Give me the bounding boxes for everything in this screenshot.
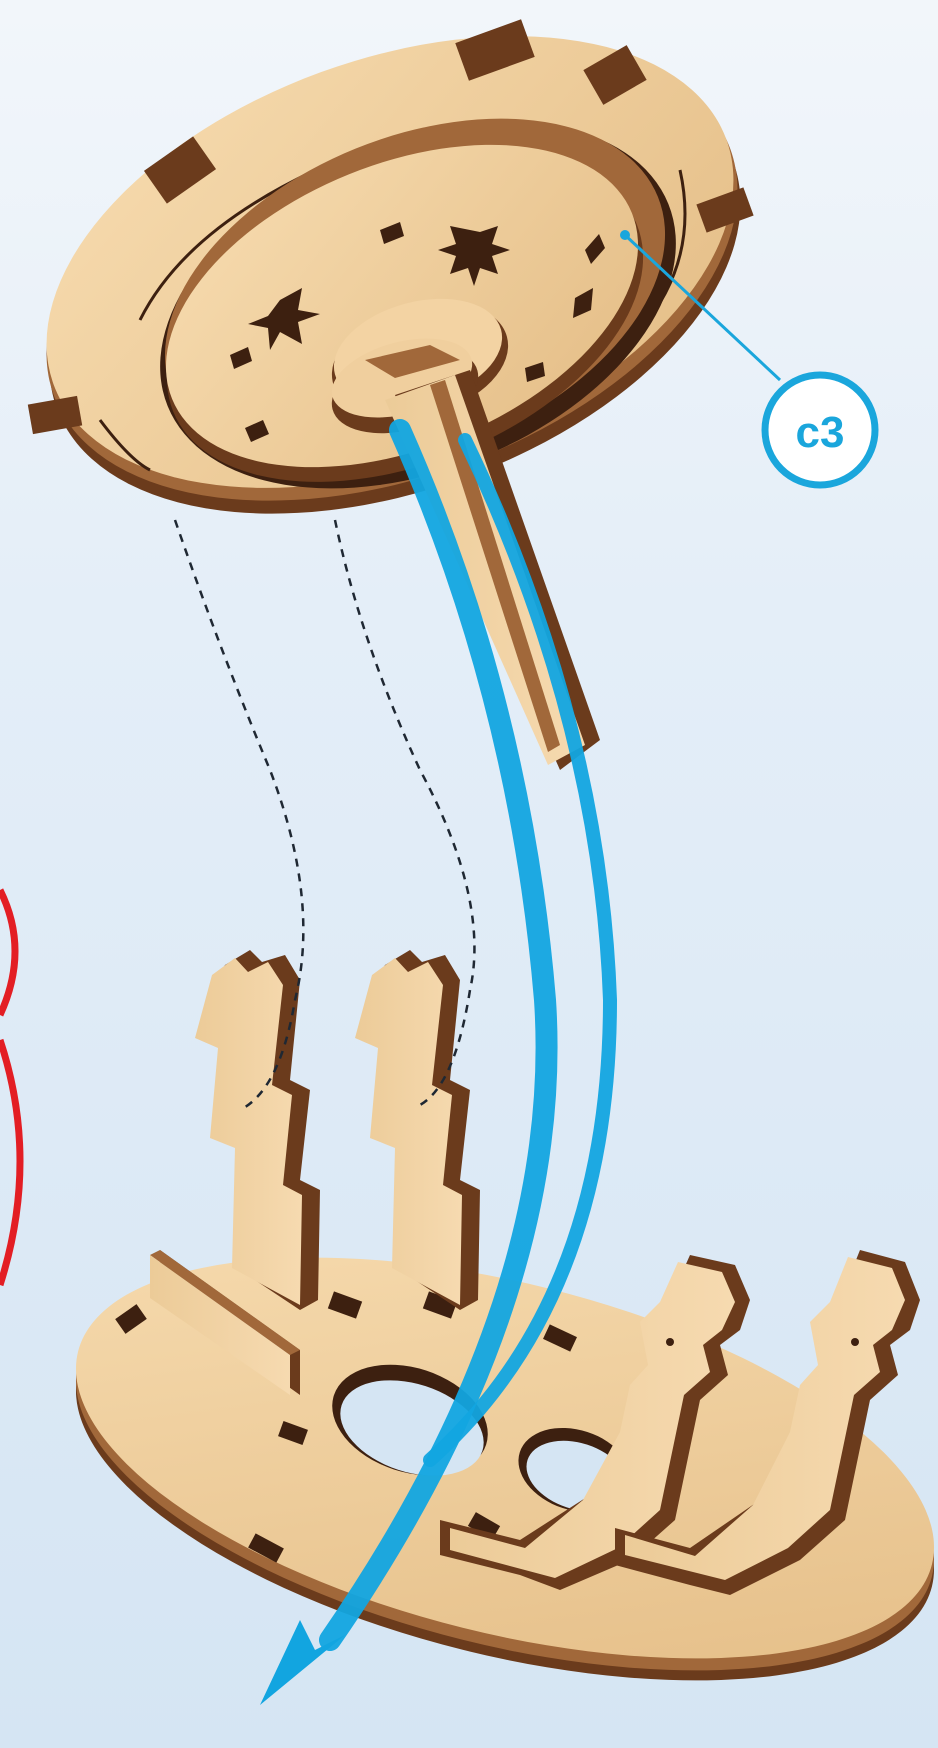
top-gear-assembly [0, 0, 803, 601]
red-step-marker [0, 890, 20, 1285]
callout-label: c3 [796, 408, 845, 457]
